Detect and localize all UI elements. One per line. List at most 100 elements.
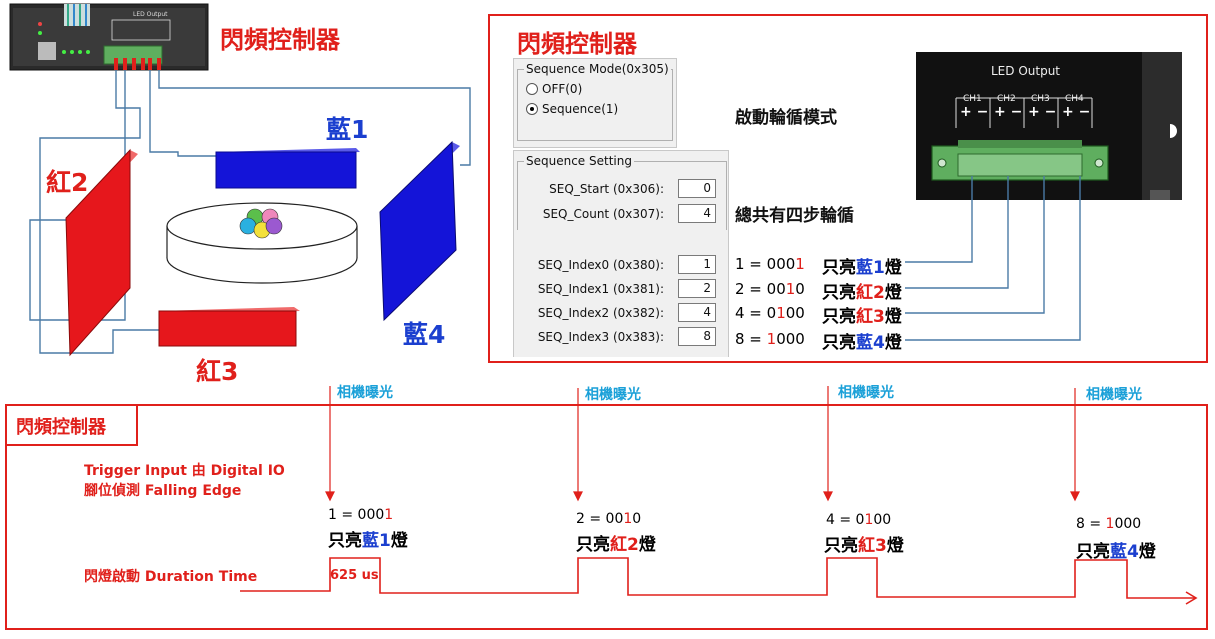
seq-start-label: SEQ_Start (0x306): [549, 182, 664, 196]
map-code-2: 4 = 0100 [735, 304, 805, 322]
code-pre: 8 = [1076, 516, 1106, 532]
polarity-1: + − [960, 104, 989, 120]
sequence-mode-group: Sequence Mode(0x305) OFF(0) Sequence(1) [517, 62, 673, 141]
panel-red-2 [65, 148, 138, 357]
lamp-pre: 只亮 [824, 536, 858, 556]
lamp-post: 燈 [390, 531, 408, 551]
panel-label-red-3: 紅3 [196, 357, 239, 386]
code-hl: 1 [623, 511, 633, 527]
seq-count-label: SEQ_Count (0x307): [542, 207, 664, 221]
trigger-line-1: Trigger Input 由 Digital IO [84, 463, 285, 479]
lamp-post: 燈 [886, 536, 904, 556]
seq-count-input[interactable]: 4 [678, 204, 716, 223]
step-code-4: 8 = 1000 [1076, 516, 1141, 532]
lamp-hl: 紅2 [856, 283, 885, 303]
pulse-width-label: 625 us [330, 568, 379, 583]
lamp-post: 燈 [884, 333, 902, 353]
lamp-hl: 紅3 [858, 536, 887, 556]
camera-label-2: 相機曝光 [585, 387, 641, 403]
step-lamp-3: 只亮紅3燈 [824, 531, 904, 556]
code-hl: 1 [1105, 516, 1115, 532]
lamp-hl: 紅2 [610, 535, 639, 555]
seq-start-input[interactable]: 0 [678, 179, 716, 198]
seq-index3-label: SEQ_Index3 (0x383): [537, 330, 664, 344]
camera-arrows [325, 386, 1080, 502]
code-pre: 4 = 0 [735, 304, 777, 322]
radio-sequence-label: Sequence(1) [542, 102, 619, 116]
lamp-pre: 只亮 [328, 531, 362, 551]
panel-blue-4 [379, 140, 460, 322]
step-lamp-2: 只亮紅2燈 [576, 530, 656, 555]
lamp-pre: 只亮 [822, 333, 856, 353]
field-seq-index0: SEQ_Index0 (0x380): 1 [514, 255, 726, 277]
map-code-1: 2 = 0010 [735, 280, 805, 298]
controller-device [9, 3, 209, 71]
lamp-post: 燈 [884, 307, 902, 327]
radio-off-indicator[interactable] [526, 83, 538, 95]
code-post: 000 [776, 330, 805, 348]
seq-index1-input[interactable]: 2 [678, 279, 716, 298]
radio-sequence-indicator[interactable] [526, 103, 538, 115]
bottom-title-box [5, 404, 138, 446]
code-hl: 1 [766, 330, 777, 348]
top-right-frame [488, 14, 1208, 363]
lamp-pre: 只亮 [576, 535, 610, 555]
step-lamp-4: 只亮藍4燈 [1076, 537, 1156, 562]
channel-2: CH2 [997, 94, 1016, 104]
code-hl: 1 [864, 512, 874, 528]
sequence-setting-panel: Sequence Setting SEQ_Start (0x306): 0 SE… [513, 150, 729, 357]
lamp-pre: 只亮 [822, 307, 856, 327]
sequence-mode-panel: Sequence Mode(0x305) OFF(0) Sequence(1) [513, 58, 677, 148]
field-seq-count: SEQ_Count (0x307): 4 [514, 204, 726, 226]
polarity-4: + − [1062, 104, 1091, 120]
color-balls [239, 208, 283, 239]
map-lamp-3: 只亮藍4燈 [822, 328, 902, 353]
radio-sequence[interactable]: Sequence(1) [526, 102, 618, 116]
code-pre: 2 = 00 [576, 511, 624, 527]
sequence-setting-group: Sequence Setting [517, 154, 727, 230]
code-pre: 4 = 0 [826, 512, 865, 528]
code-post: 0 [632, 511, 642, 527]
trigger-line-2: 腳位偵測 Falling Edge [84, 483, 242, 499]
code-hl: 1 [785, 280, 796, 298]
code-post: 000 [1114, 516, 1142, 532]
lamp-post: 燈 [884, 258, 902, 278]
panel-label-blue-1: 藍1 [326, 115, 369, 144]
lamp-post: 燈 [884, 283, 902, 303]
lamp-pre: 只亮 [822, 283, 856, 303]
wires-right [905, 176, 1081, 341]
code-pre: 1 = 000 [735, 255, 796, 273]
polarity-2: + − [994, 104, 1023, 120]
channel-1: CH1 [963, 94, 982, 104]
lamp-hl: 藍4 [856, 333, 885, 353]
count-note: 總共有四步輪循 [735, 206, 854, 226]
map-code-0: 1 = 0001 [735, 255, 805, 273]
stage-cylinder [166, 202, 358, 284]
lamp-hl: 藍1 [856, 258, 885, 278]
radio-off[interactable]: OFF(0) [526, 82, 582, 96]
panel-label-blue-4: 藍4 [403, 320, 446, 349]
step-lamp-1: 只亮藍1燈 [328, 526, 408, 551]
duration-label: 閃燈啟動 Duration Time [84, 569, 258, 585]
seq-index0-input[interactable]: 1 [678, 255, 716, 274]
field-seq-start: SEQ_Start (0x306): 0 [514, 179, 726, 201]
code-pre: 2 = 00 [735, 280, 786, 298]
settings-title: 閃頻控制器 [517, 30, 637, 58]
code-pre: 8 = [735, 330, 767, 348]
lamp-hl: 紅3 [856, 307, 885, 327]
seq-index1-label: SEQ_Index1 (0x381): [537, 282, 664, 296]
seq-index2-label: SEQ_Index2 (0x382): [537, 306, 664, 320]
lamp-pre: 只亮 [1076, 542, 1110, 562]
map-lamp-0: 只亮藍1燈 [822, 253, 902, 278]
led-output-title: LED Output [991, 64, 1061, 78]
seq-index2-input[interactable]: 4 [678, 303, 716, 322]
code-post: 0 [795, 280, 805, 298]
step-code-1: 1 = 0001 [328, 507, 393, 523]
panel-red-3 [158, 307, 300, 347]
seq-index3-input[interactable]: 8 [678, 327, 716, 346]
bottom-frame [5, 404, 1208, 630]
mode-note: 啟動輪循模式 [735, 108, 837, 128]
camera-label-1: 相機曝光 [337, 385, 393, 401]
channel-4: CH4 [1065, 94, 1084, 104]
code-hl: 1 [776, 304, 786, 322]
